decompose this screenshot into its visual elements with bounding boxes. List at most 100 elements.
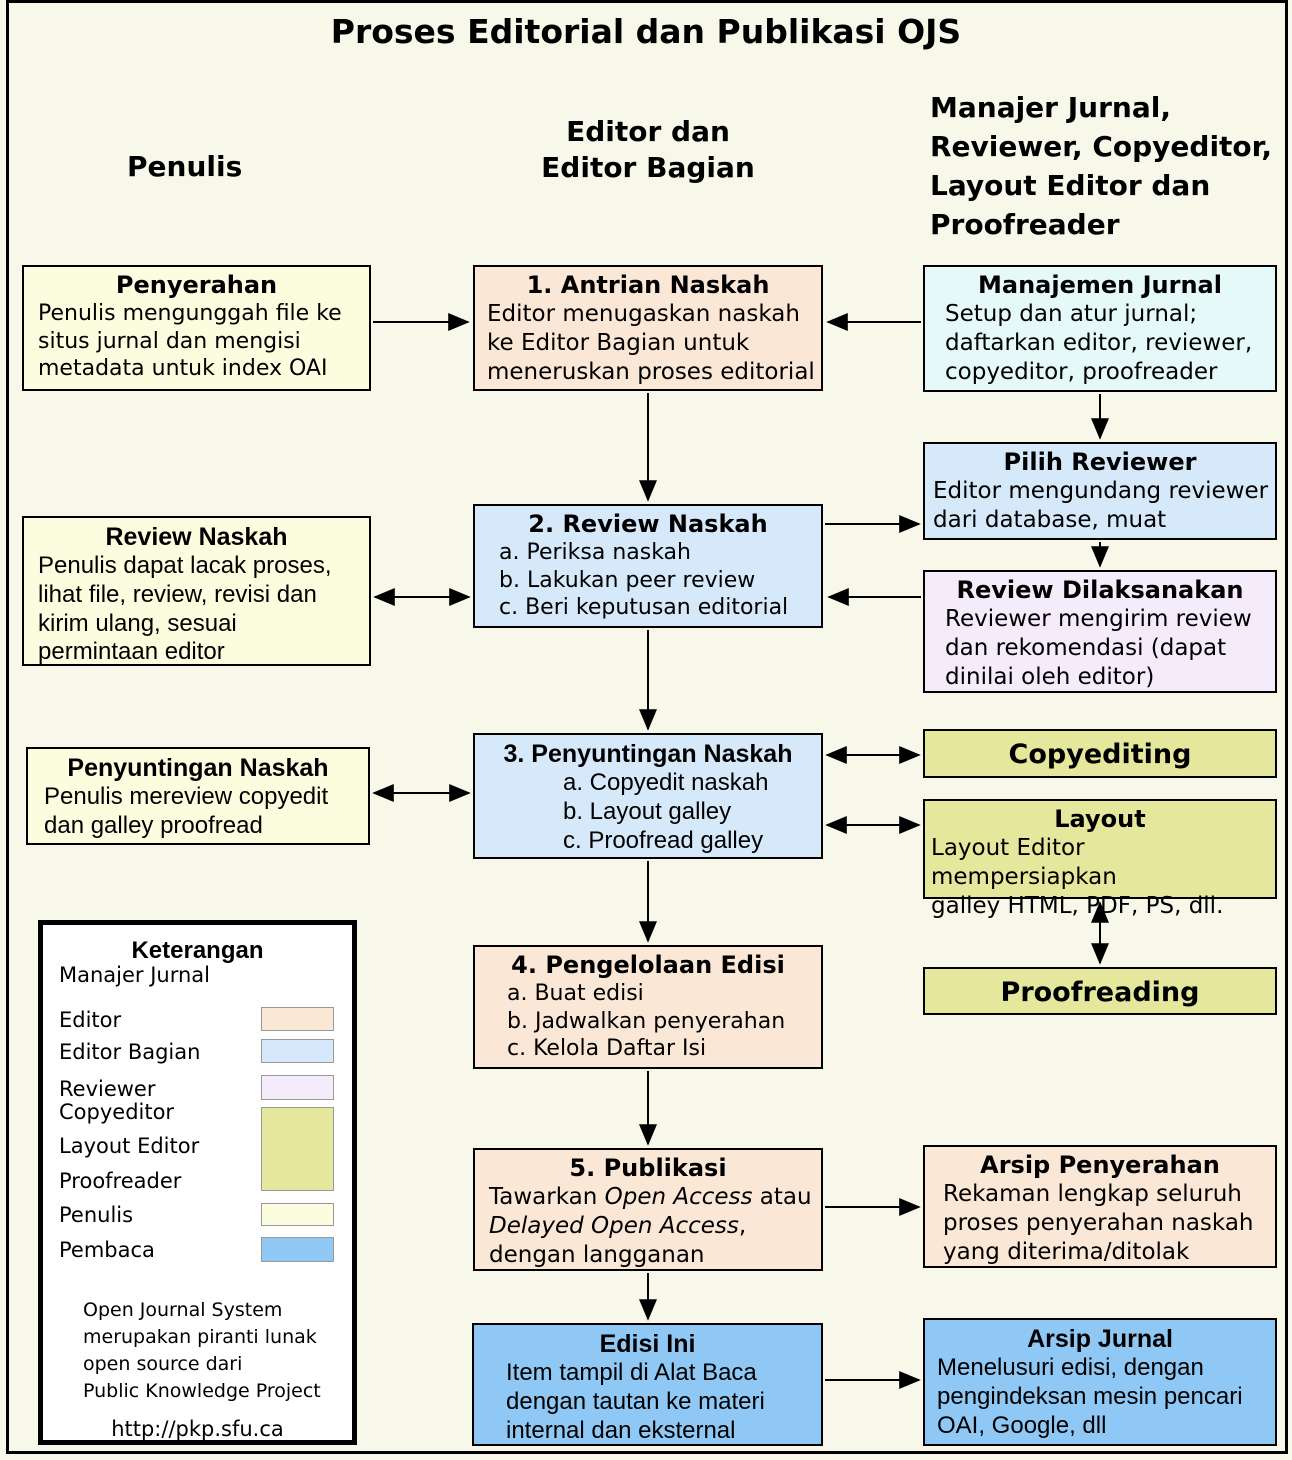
box-title: Review Naskah	[105, 523, 288, 551]
box-title: Pilih Reviewer	[1003, 448, 1197, 476]
box-line: dari database, muat	[933, 506, 1167, 533]
legend-footer-line: merupakan piranti lunak	[83, 1326, 317, 1348]
box-line: a. Periksa naskah	[499, 539, 691, 565]
legend-label-proofreader: Proofreader	[59, 1169, 182, 1193]
legend-label-reviewer: Reviewer	[59, 1077, 156, 1101]
box-edisi-ini: Edisi Ini Item tampil di Alat Baca denga…	[472, 1323, 823, 1446]
box-line: Rekaman lengkap seluruh	[943, 1180, 1242, 1207]
legend-swatch-copyeditor-layout-proofreader	[261, 1107, 334, 1191]
box-line: a. Buat edisi	[507, 980, 644, 1006]
box-line: dinilai oleh editor)	[945, 663, 1155, 690]
box-title: Copyediting	[1008, 739, 1192, 770]
box-line: kirim ulang, sesuai	[38, 609, 237, 637]
box-line: Penulis dapat lacak proses,	[38, 552, 332, 579]
box-line: Tawarkan Open Access atau	[489, 1183, 812, 1210]
box-line: copyeditor, proofreader	[945, 358, 1218, 385]
box-line: c. Beri keputusan editorial	[499, 595, 789, 621]
box-line: Delayed Open Access,	[489, 1212, 747, 1239]
box-pengelolaan-edisi: 4. Pengelolaan Edisi a. Buat edisi b. Ja…	[473, 945, 823, 1069]
box-title: 2. Review Naskah	[528, 510, 768, 538]
box-copyediting: Copyediting	[923, 729, 1277, 778]
box-title: Review Dilaksanakan	[956, 576, 1244, 604]
legend-label-editor-bagian: Editor Bagian	[59, 1040, 201, 1064]
legend-title: Keterangan	[131, 937, 264, 964]
column-header-line: Layout Editor dan	[930, 169, 1211, 202]
box-line: b. Lakukan peer review	[499, 567, 756, 593]
legend-footer-line: open source dari	[83, 1353, 243, 1375]
box-line: OAI, Google, dll	[937, 1411, 1107, 1439]
box-line: dengan tautan ke materi	[506, 1387, 765, 1415]
legend-label-editor: Editor	[59, 1008, 122, 1032]
box-line: b. Jadwalkan penyerahan	[507, 1008, 786, 1034]
box-antrian-naskah: 1. Antrian Naskah Editor menugaskan nask…	[473, 265, 823, 391]
box-review-naskah: 2. Review Naskah a. Periksa naskah b. La…	[473, 504, 823, 628]
box-line: Item tampil di Alat Baca	[506, 1359, 757, 1386]
box-line: galley HTML, PDF, PS, dll.	[931, 892, 1224, 919]
legend-footer-line: Public Knowledge Project	[83, 1380, 321, 1402]
box-line: c. Proofread galley	[563, 826, 764, 854]
box-line: daftarkan editor, reviewer,	[945, 329, 1253, 356]
box-line: lihat file, review, revisi dan	[38, 580, 317, 608]
box-manajemen-jurnal: Manajemen Jurnal Setup dan atur jurnal; …	[923, 265, 1277, 392]
box-review-naskah-penulis: Review Naskah Penulis dapat lacak proses…	[22, 516, 371, 666]
column-header-line: Reviewer, Copyeditor,	[930, 130, 1272, 163]
diagram-title: Proses Editorial dan Publikasi OJS	[330, 12, 962, 51]
box-arsip-penyerahan: Arsip Penyerahan Rekaman lengkap seluruh…	[923, 1145, 1277, 1268]
box-line: Layout Editor mempersiapkan	[931, 834, 1117, 890]
box-line: dan galley proofread	[44, 811, 263, 839]
box-line: yang diterima/ditolak	[943, 1238, 1190, 1265]
box-publikasi: 5. Publikasi Tawarkan Open Access atau D…	[473, 1148, 823, 1271]
legend-swatch-penulis	[261, 1203, 334, 1226]
legend-label-layout-editor: Layout Editor	[59, 1134, 200, 1158]
box-penyuntingan-naskah: 3. Penyuntingan Naskah a. Copyedit naska…	[473, 733, 823, 859]
legend-label-copyeditor: Copyeditor	[59, 1100, 175, 1124]
legend-swatch-reviewer	[261, 1075, 334, 1100]
box-line: Editor mengundang reviewer	[933, 477, 1269, 504]
column-header-editor: Editor dan Editor Bagian	[473, 114, 823, 186]
box-pilih-reviewer: Pilih Reviewer Editor mengundang reviewe…	[923, 442, 1277, 540]
box-line: pengindeksan mesin pencari	[937, 1382, 1243, 1410]
box-title: Edisi Ini	[599, 1330, 696, 1358]
column-header-line: Manajer Jurnal,	[930, 91, 1171, 124]
legend-swatch-editor	[261, 1007, 334, 1031]
box-line: a. Copyedit naskah	[563, 769, 769, 796]
box-title: Arsip Jurnal	[1027, 1325, 1173, 1353]
box-title: 1. Antrian Naskah	[526, 271, 770, 299]
box-proofreading: Proofreading	[923, 967, 1277, 1015]
column-header-line: Editor dan	[566, 115, 730, 148]
box-line: c. Kelola Daftar Isi	[507, 1036, 707, 1062]
box-line: metadata untuk index OAI	[38, 356, 328, 382]
box-penyerahan: Penyerahan Penulis mengunggah file ke si…	[22, 265, 371, 391]
column-header-line: Proofreader	[930, 208, 1120, 241]
box-title: Layout	[1054, 805, 1146, 833]
legend-label-manajer-jurnal: Manajer Jurnal	[59, 963, 211, 987]
box-penyuntingan-penulis: Penyuntingan Naskah Penulis mereview cop…	[26, 747, 370, 845]
column-header-roles: Manajer Jurnal, Reviewer, Copyeditor, La…	[930, 88, 1272, 244]
box-line: Reviewer mengirim review	[945, 605, 1252, 632]
box-line: Editor menugaskan naskah	[487, 300, 800, 327]
box-line: dengan langganan	[489, 1241, 705, 1268]
box-title: 3. Penyuntingan Naskah	[503, 740, 793, 768]
legend-box: Keterangan Manajer Jurnal Editor Editor …	[38, 920, 357, 1445]
legend-footer: Open Journal System merupakan piranti lu…	[83, 1297, 321, 1405]
box-line: Penulis mengunggah file ke	[38, 300, 342, 326]
box-line: dan rekomendasi (dapat	[945, 634, 1227, 661]
box-line: proses penyerahan naskah	[943, 1209, 1254, 1236]
box-line: permintaan editor	[38, 638, 225, 666]
legend-swatch-editor-bagian	[261, 1039, 334, 1063]
box-line: ke Editor Bagian untuk	[487, 329, 750, 356]
box-line: Setup dan atur jurnal;	[945, 300, 1198, 327]
box-title: 4. Pengelolaan Edisi	[511, 951, 785, 979]
column-header-penulis: Penulis	[127, 150, 243, 183]
box-line: internal dan eksternal	[506, 1416, 736, 1444]
box-title: Penyerahan	[115, 271, 278, 299]
box-title: 5. Publikasi	[569, 1154, 727, 1182]
box-line: situs jurnal dan mengisi	[38, 328, 301, 354]
box-title: Penyuntingan Naskah	[67, 754, 329, 782]
column-header-line: Editor Bagian	[541, 151, 755, 184]
box-line: meneruskan proses editorial	[487, 358, 815, 385]
box-arsip-jurnal: Arsip Jurnal Menelusuri edisi, dengan pe…	[923, 1318, 1277, 1446]
legend-url: http://pkp.sfu.ca	[111, 1417, 284, 1441]
box-line: Penulis mereview copyedit	[44, 783, 329, 810]
